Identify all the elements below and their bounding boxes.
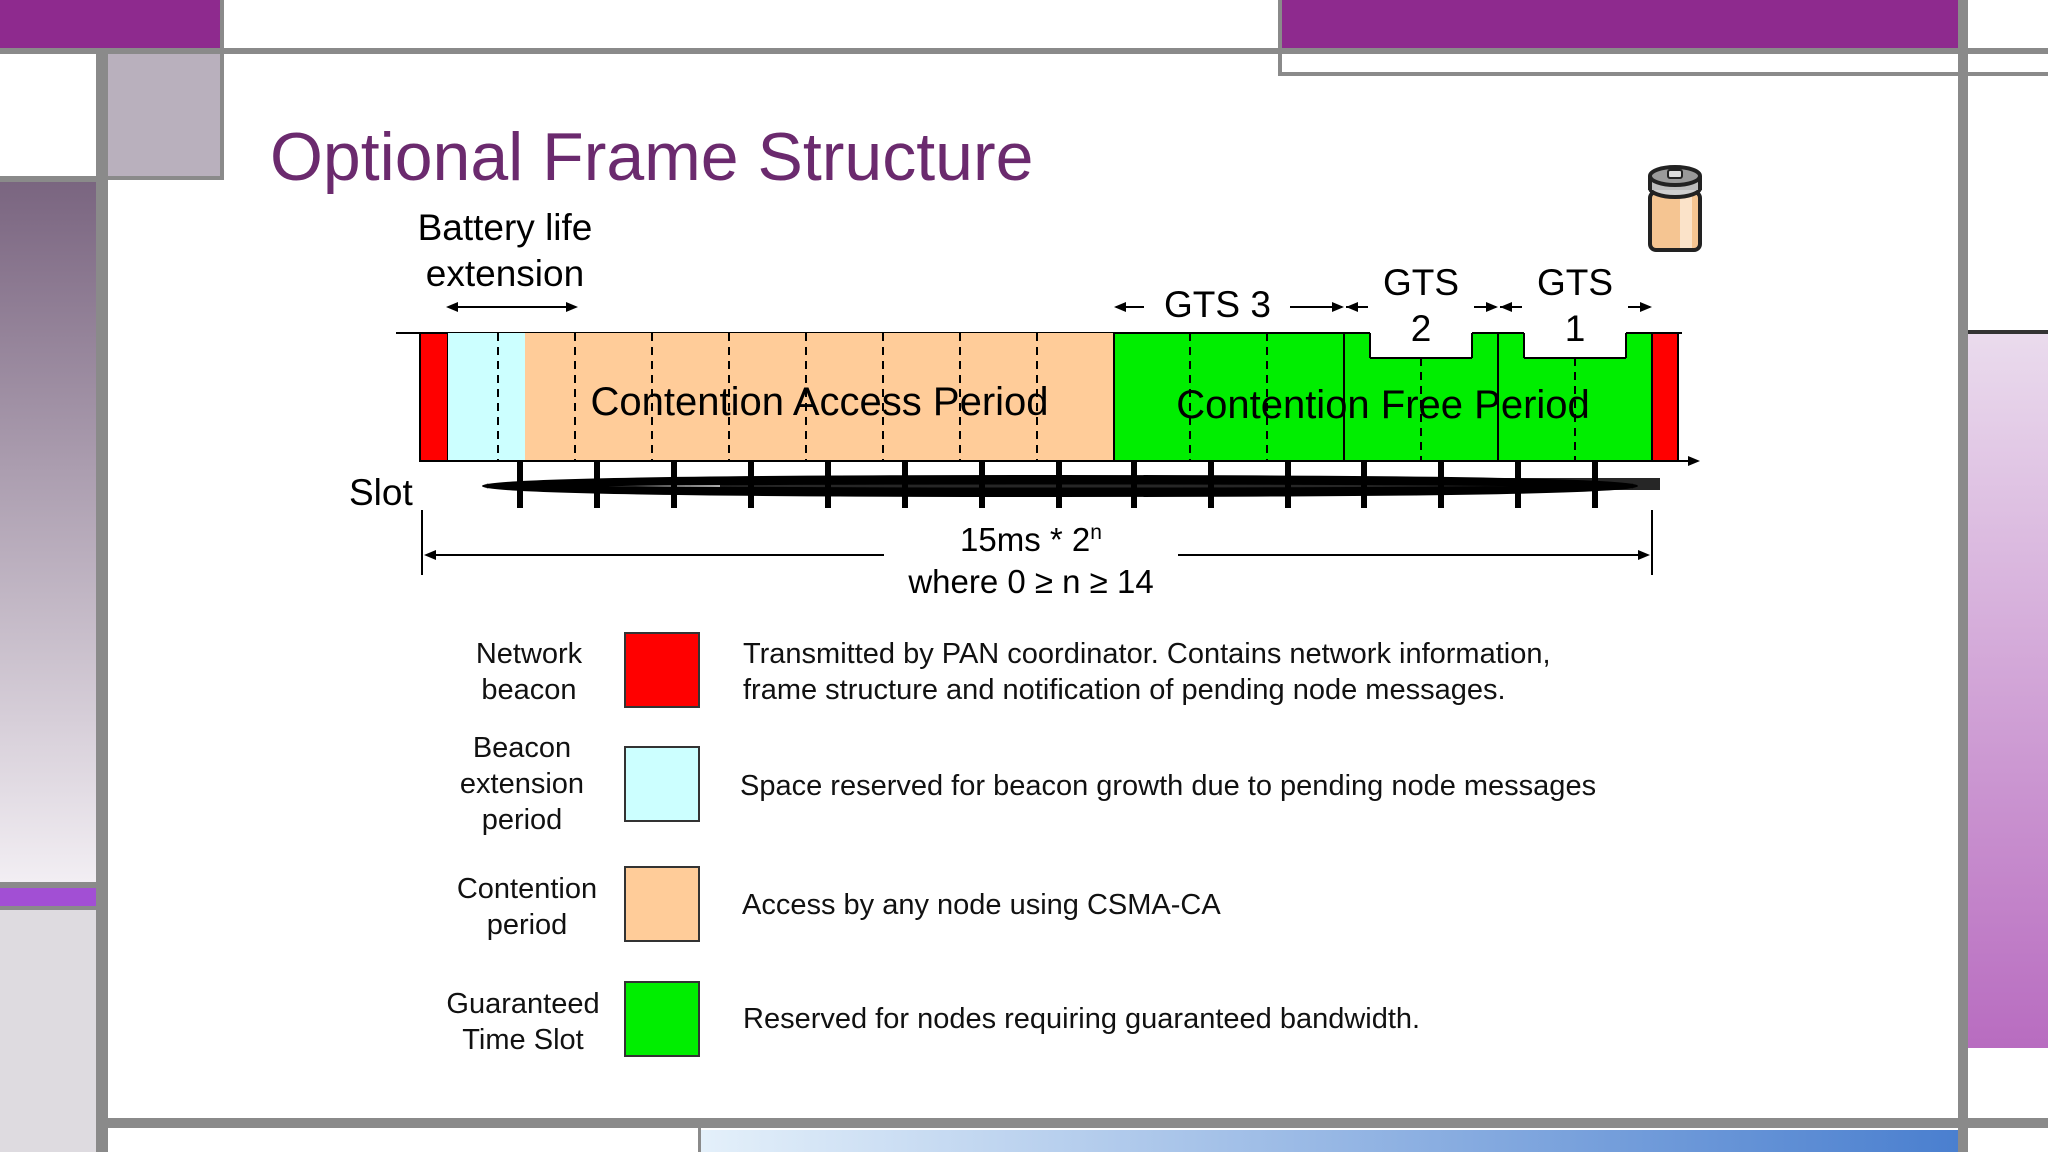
gts1-label: GTS 1 bbox=[1536, 262, 1614, 349]
top-frame-line bbox=[0, 48, 2048, 54]
slide-title: Optional Frame Structure bbox=[270, 119, 1034, 195]
slot-label: Slot bbox=[349, 472, 413, 513]
legend-swatch-beacon-extension bbox=[624, 746, 700, 822]
gts2-label: GTS 2 bbox=[1382, 262, 1460, 349]
contention-access-period-label: Contention Access Period bbox=[590, 380, 1049, 424]
legend-label-guaranteed-time-slot: Guaranteed Time Slot bbox=[446, 988, 600, 1056]
legend-swatch-guaranteed-time-slot bbox=[624, 981, 700, 1057]
gts3-label: GTS 3 bbox=[1164, 284, 1271, 325]
slot-dashed-lines bbox=[497, 333, 1576, 461]
beacon-block-start bbox=[419, 332, 449, 462]
left-gradient-panel bbox=[0, 182, 96, 882]
top-left-grey-block bbox=[108, 54, 222, 178]
grey-block-bottom bbox=[108, 176, 224, 180]
duration-dimension bbox=[421, 510, 1653, 575]
top-left-accent-bar bbox=[0, 0, 222, 48]
bottom-frame-line bbox=[96, 1118, 2048, 1128]
gts2-notch bbox=[1370, 331, 1472, 358]
right-frame-line bbox=[1958, 0, 1968, 1152]
grey-block-edge bbox=[220, 54, 224, 180]
top-right-accent-bar bbox=[1280, 0, 1960, 48]
left-frame-line bbox=[96, 48, 108, 1152]
legend-desc-contention-period: Access by any node using CSMA-CA bbox=[742, 889, 1221, 921]
battery-life-line1: Battery life bbox=[417, 207, 593, 248]
bottom-divider bbox=[698, 1128, 701, 1152]
beacon-extension-block bbox=[448, 333, 525, 461]
beacon-block-end bbox=[1651, 332, 1679, 462]
left-divider-top bbox=[0, 176, 96, 182]
legend-label-network-beacon: Network beacon bbox=[475, 638, 583, 706]
duration-label: 15ms * 2n where 0 ≥ n ≥ 14 bbox=[884, 512, 1178, 603]
bottom-gradient-bar bbox=[700, 1130, 1958, 1152]
slot-timeline-marks bbox=[482, 461, 1660, 508]
top-left-frame-divider bbox=[220, 0, 224, 54]
legend-label-beacon-extension: Beacon extension period bbox=[459, 732, 585, 836]
duration-formula: 15ms * 2n bbox=[960, 521, 1102, 558]
battery-life-extension-arrow bbox=[446, 302, 578, 312]
battery-life-extension-label: Battery life extension bbox=[380, 205, 630, 297]
legend-swatch-contention-period bbox=[624, 866, 700, 942]
left-purple-accent bbox=[0, 888, 96, 906]
legend-swatch-network-beacon bbox=[624, 632, 700, 708]
legend-label-contention-period: Contention period bbox=[456, 873, 598, 941]
right-dark-divider bbox=[1968, 330, 2048, 334]
gts1-notch bbox=[1524, 331, 1626, 358]
right-gradient-panel bbox=[1968, 334, 2048, 1048]
left-bottom-panel bbox=[0, 910, 96, 1152]
left-divider-mid bbox=[0, 882, 96, 888]
battery-life-line2: extension bbox=[425, 253, 585, 294]
contention-free-period-label: Contention Free Period bbox=[1176, 383, 1590, 427]
contention-access-block bbox=[525, 333, 1114, 461]
left-divider-low bbox=[0, 906, 96, 910]
time-axis-arrowhead bbox=[1688, 456, 1700, 466]
battery-icon bbox=[1648, 165, 1702, 252]
top-right-frame-divider bbox=[1278, 0, 1282, 76]
legend-desc-beacon-extension: Space reserved for beacon growth due to … bbox=[740, 770, 1597, 802]
gts-arrowheads bbox=[1114, 302, 1652, 312]
top-right-frame-line bbox=[1280, 72, 2048, 76]
duration-condition: where 0 ≥ n ≥ 14 bbox=[908, 563, 1154, 600]
legend-desc-network-beacon: Transmitted by PAN coordinator. Contains… bbox=[743, 638, 1551, 706]
legend-desc-guaranteed-time-slot: Reserved for nodes requiring guaranteed … bbox=[743, 1003, 1421, 1035]
